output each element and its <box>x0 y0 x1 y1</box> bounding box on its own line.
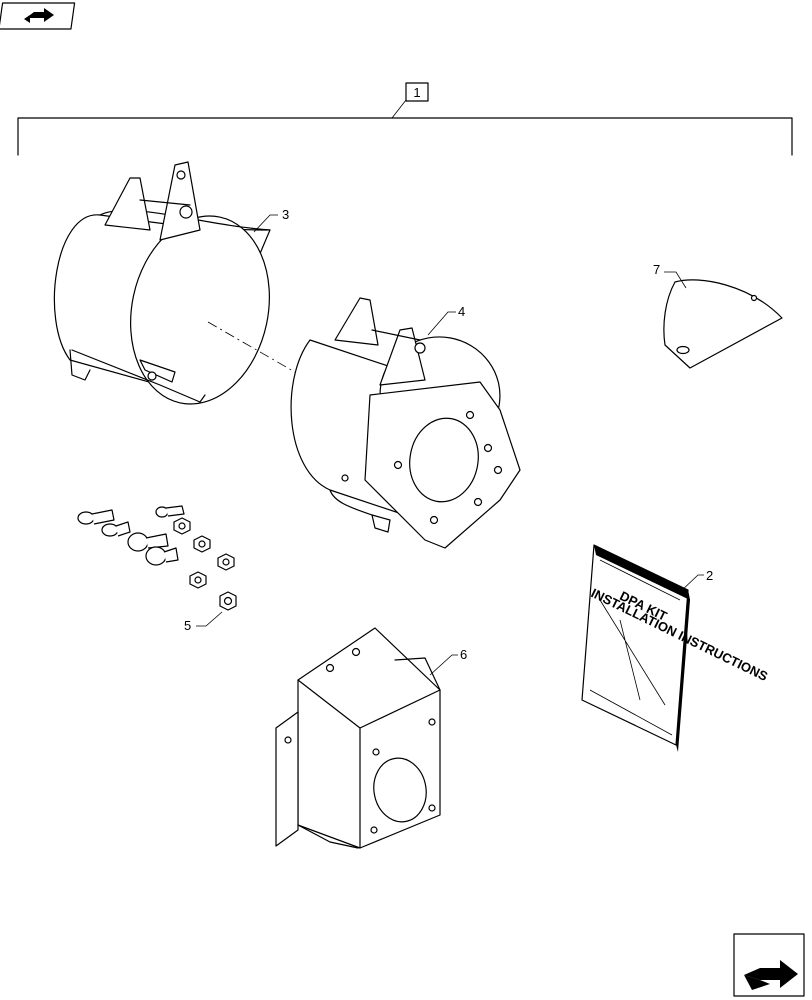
bolt-3 <box>155 505 185 518</box>
curved-shield <box>663 279 783 369</box>
bolt-1 <box>77 509 115 525</box>
mounting-bracket <box>275 627 441 849</box>
callout-6: 6 <box>429 647 467 676</box>
assembly-bracket-line <box>17 117 793 156</box>
nut-3 <box>217 553 235 571</box>
carriage-bolt-1 <box>127 532 169 552</box>
clamp-band-large <box>53 161 271 405</box>
callout-3-label: 3 <box>282 207 289 222</box>
nut-4 <box>189 571 207 589</box>
callout-7: 7 <box>653 262 687 289</box>
callout-2: 2 <box>679 568 713 593</box>
hardware-fasteners <box>77 505 237 611</box>
callout-1-label: 1 <box>413 85 420 100</box>
callout-2-label: 2 <box>706 568 713 583</box>
forward-arrow-icon <box>744 960 798 990</box>
callout-5-label: 5 <box>184 618 191 633</box>
instruction-booklet: DPA KIT INSTALLATION INSTRUCTIONS <box>581 544 770 752</box>
bolt-2 <box>101 521 131 537</box>
callout-7-label: 7 <box>653 262 660 277</box>
alignment-center-line <box>207 321 301 376</box>
nut-2 <box>193 535 211 553</box>
callout-4-label: 4 <box>458 304 465 319</box>
callout-5: 5 <box>184 611 223 633</box>
nav-forward-button[interactable] <box>733 933 805 997</box>
clamp-with-flange <box>290 297 521 549</box>
back-arrow-icon <box>24 8 54 23</box>
callout-1: 1 <box>391 82 429 119</box>
nav-back-button[interactable] <box>0 2 76 30</box>
callout-6-label: 6 <box>460 647 467 662</box>
nut-1 <box>173 517 191 535</box>
callout-4: 4 <box>427 304 465 336</box>
nut-5 <box>219 591 237 611</box>
carriage-bolt-2 <box>145 546 179 566</box>
callout-3: 3 <box>253 207 289 233</box>
